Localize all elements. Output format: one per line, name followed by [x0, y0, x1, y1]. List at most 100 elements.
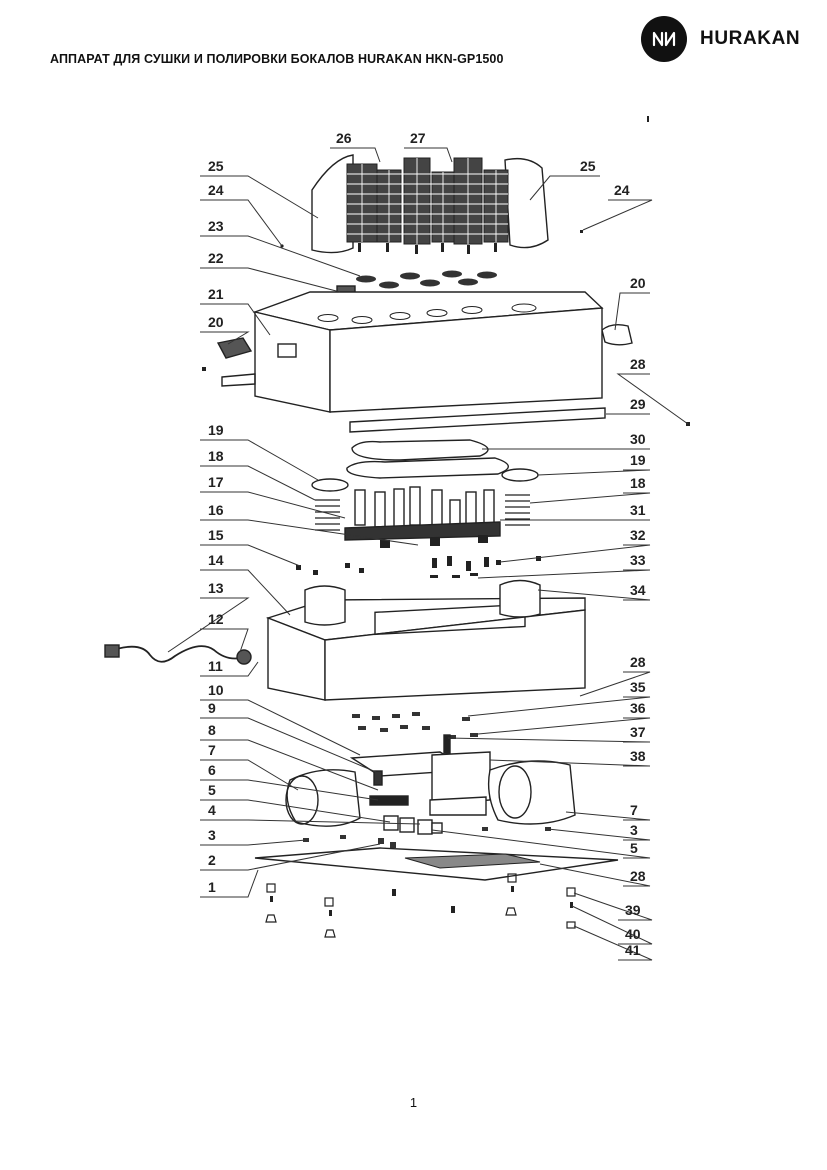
callout-label: 29	[630, 396, 646, 412]
brand-name: HURAKAN	[700, 28, 801, 49]
callout-leader-line	[499, 544, 651, 563]
callout-label: 2	[208, 852, 216, 868]
callout-leader-line	[200, 779, 379, 801]
callout-label: 7	[630, 802, 638, 818]
callout-label: 39	[625, 902, 641, 918]
callout-label: 21	[208, 286, 224, 302]
callout-label: 28	[630, 868, 646, 884]
callout-leader-line	[200, 799, 391, 823]
callout-label: 18	[208, 448, 224, 464]
callout-label: 33	[630, 552, 646, 568]
callout-label: 28	[630, 356, 646, 372]
callout-label: 6	[208, 762, 216, 778]
page-number: 1	[409, 1095, 418, 1110]
callout-leader-line	[477, 569, 651, 579]
callout-leader-line	[489, 759, 651, 767]
callout-label: 27	[410, 130, 426, 146]
callout-label: 9	[208, 700, 216, 716]
callout-leader-line	[200, 699, 361, 756]
callout-leader-line	[200, 819, 421, 825]
callout-leader-line	[539, 863, 651, 887]
callout-leaders	[167, 147, 689, 961]
callout-label: 14	[208, 552, 224, 568]
callout-leader-line	[200, 175, 319, 219]
callout-leader-line	[200, 843, 381, 871]
callout-label: 17	[208, 474, 224, 490]
callout-leader-line	[477, 717, 651, 735]
callout-label: 28	[630, 654, 646, 670]
brush-rollers	[346, 157, 509, 245]
callout-leader-line	[565, 811, 651, 821]
callout-label: 1	[208, 879, 216, 895]
callout-leader-line	[200, 628, 249, 653]
callout-leader-line	[616, 373, 689, 425]
hurakan-logo-icon	[641, 16, 687, 62]
callout-leader-line	[547, 828, 651, 841]
callout-leader-line	[200, 519, 419, 546]
callout-leader-line	[167, 597, 250, 653]
callout-label: 13	[208, 580, 224, 596]
callout-leader-line	[200, 759, 299, 791]
diagram-art	[104, 116, 690, 938]
callout-leader-line	[200, 267, 341, 293]
callout-label: 5	[208, 782, 216, 798]
callout-leader-line	[582, 199, 653, 231]
callout-leader-line	[200, 717, 377, 773]
callout-label: 35	[630, 679, 646, 695]
callout-label: 19	[208, 422, 224, 438]
callout-label: 32	[630, 527, 646, 543]
callout-leader-line	[200, 235, 361, 277]
callout-label: 30	[630, 431, 646, 447]
callout-leader-line	[573, 925, 653, 961]
callout-leader-line	[614, 292, 650, 331]
callout-label: 4	[208, 802, 216, 818]
callout-label: 20	[208, 314, 224, 330]
callout-label: 40	[625, 926, 641, 942]
callout-leader-line	[431, 829, 651, 859]
callout-leader-line	[200, 303, 271, 336]
callout-label: 19	[630, 452, 646, 468]
callout-leader-line	[529, 492, 651, 504]
callout-leader-line	[200, 544, 301, 567]
callout-label: 5	[630, 840, 638, 856]
callout-label: 24	[208, 182, 224, 198]
callout-leader-line	[200, 199, 283, 247]
callout-leader-line	[200, 569, 291, 616]
callout-label: 15	[208, 527, 224, 543]
callout-label: 10	[208, 682, 224, 698]
callout-label: 23	[208, 218, 224, 234]
callout-leader-line	[447, 737, 651, 743]
brand-block: HURAKAN	[641, 16, 800, 62]
callout-label: 25	[580, 158, 596, 174]
callout-label: 31	[630, 502, 646, 518]
callout-label: 22	[208, 250, 224, 266]
callout-label: 18	[630, 475, 646, 491]
callout-leader-line	[200, 491, 346, 519]
callout-leader-line	[571, 905, 653, 945]
callout-leader-line	[200, 869, 259, 898]
callout-label: 34	[630, 582, 646, 598]
callout-leader-line	[404, 147, 453, 163]
callout-label: 26	[336, 130, 352, 146]
callout-label: 37	[630, 724, 646, 740]
callout-leader-line	[330, 147, 381, 163]
callout-label: 24	[614, 182, 630, 198]
callout-label: 16	[208, 502, 224, 518]
callout-leader-line	[200, 331, 250, 345]
callout-leader-line	[200, 439, 319, 481]
callout-leader-line	[537, 469, 651, 476]
callout-label: 11	[208, 658, 223, 674]
callout-label: 41	[625, 942, 641, 958]
callout-label: 8	[208, 722, 216, 738]
callout-label: 25	[208, 158, 224, 174]
callout-label: 7	[208, 742, 216, 758]
callout-label: 12	[208, 611, 224, 627]
callout-leader-line	[537, 589, 651, 601]
document-title: АППАРАТ ДЛЯ СУШКИ И ПОЛИРОВКИ БОКАЛОВ HU…	[50, 52, 504, 66]
callout-leader-line	[200, 839, 307, 846]
callout-label: 36	[630, 700, 646, 716]
callout-leader-line	[200, 465, 316, 501]
callout-leader-line	[200, 661, 259, 677]
